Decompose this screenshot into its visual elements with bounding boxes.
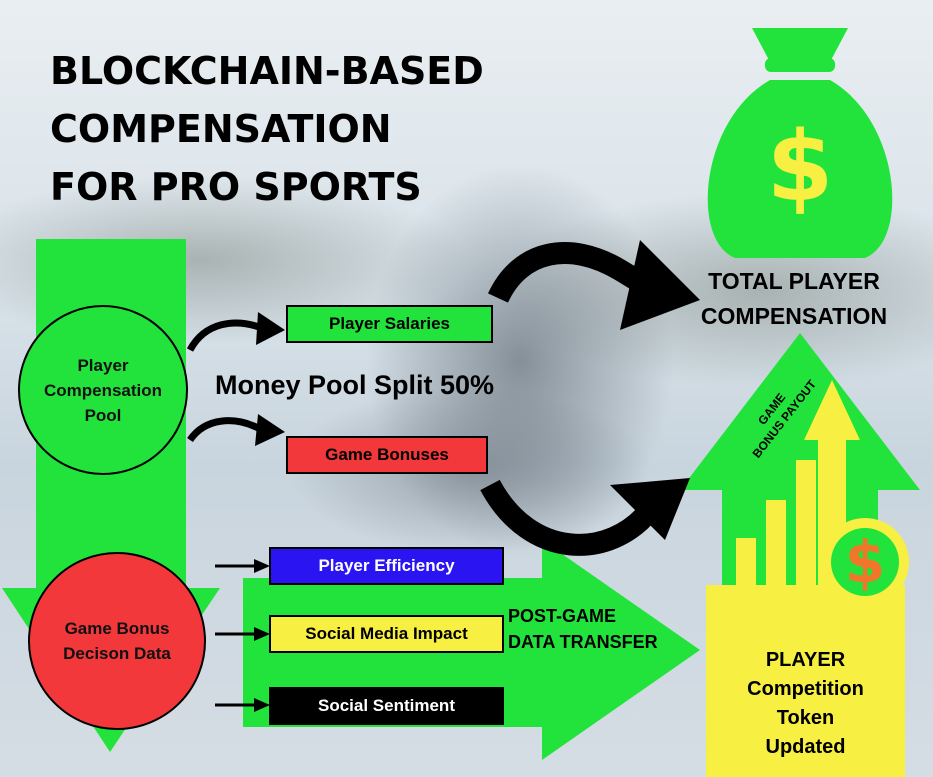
title-line-3: FOR PRO SPORTS bbox=[50, 158, 570, 216]
post-game-label: POST-GAME DATA TRANSFER bbox=[508, 603, 658, 655]
small-arrow-efficiency bbox=[215, 559, 270, 573]
player-salaries-box: Player Salaries bbox=[286, 305, 493, 343]
post-game-line-2: DATA TRANSFER bbox=[508, 629, 658, 655]
bar-3 bbox=[796, 460, 816, 588]
total-line-2: COMPENSATION bbox=[676, 299, 912, 334]
token-line-4: Updated bbox=[706, 733, 905, 762]
page-title: BLOCKCHAIN-BASED COMPENSATION FOR PRO SP… bbox=[50, 42, 570, 216]
social-media-impact-box: Social Media Impact bbox=[269, 615, 504, 653]
total-compensation-label: TOTAL PLAYER COMPENSATION bbox=[676, 264, 912, 334]
token-line-3: Token bbox=[706, 704, 905, 733]
token-label: PLAYER Competition Token Updated bbox=[706, 646, 905, 762]
total-line-1: TOTAL PLAYER bbox=[676, 264, 912, 299]
compensation-pool-circle: Player Compensation Pool bbox=[18, 305, 188, 475]
title-line-2: COMPENSATION bbox=[50, 100, 570, 158]
bar-1 bbox=[736, 538, 756, 588]
curve-arrow-bonuses bbox=[190, 421, 262, 440]
token-line-2: Competition bbox=[706, 675, 905, 704]
decision-line-2: Decison Data bbox=[63, 641, 171, 666]
player-efficiency-box: Player Efficiency bbox=[269, 547, 504, 585]
curve-arrow-salaries bbox=[190, 323, 262, 350]
money-bag-dollar: $ bbox=[765, 112, 835, 222]
coin-dollar: $ bbox=[835, 523, 895, 601]
decision-data-circle: Game Bonus Decison Data bbox=[28, 552, 206, 730]
pool-line-2: Compensation bbox=[44, 378, 162, 403]
bar-2 bbox=[766, 500, 786, 588]
token-line-1: PLAYER bbox=[706, 646, 905, 675]
pool-line-3: Pool bbox=[44, 403, 162, 428]
decision-line-1: Game Bonus bbox=[63, 616, 171, 641]
social-sentiment-box: Social Sentiment bbox=[269, 687, 504, 725]
pool-line-1: Player bbox=[44, 353, 162, 378]
money-pool-split-label: Money Pool Split 50% bbox=[215, 370, 494, 401]
title-line-1: BLOCKCHAIN-BASED bbox=[50, 42, 570, 100]
post-game-line-1: POST-GAME bbox=[508, 603, 658, 629]
game-bonuses-box: Game Bonuses bbox=[286, 436, 488, 474]
